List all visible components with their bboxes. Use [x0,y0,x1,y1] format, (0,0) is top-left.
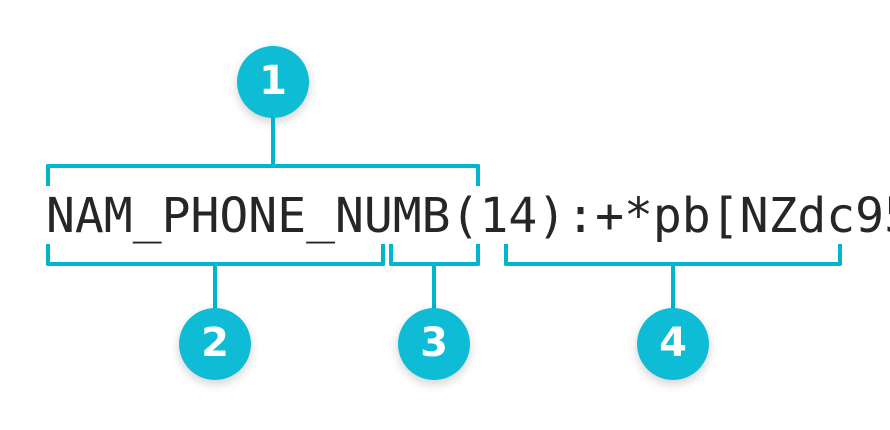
callout-number-2: 2 [201,320,229,366]
string-segment-name: NAM_PHONE_NUMB [46,188,451,244]
callout-number-4: 4 [659,320,687,366]
annotated-string: NAM_PHONE_NUMB(14):+*pb[NZdc95tLB [46,186,890,246]
callout-stem-4 [671,264,675,310]
callout-stem-3 [432,264,436,310]
bracket-span-3 [389,244,480,266]
bracket-span-1 [46,164,480,186]
string-segment-length: (14) [450,188,567,244]
bracket-span-2 [46,244,385,266]
callout-marker-2[interactable]: 2 [179,308,251,380]
callout-number-3: 3 [420,320,448,366]
string-segment-separator: : [566,188,596,244]
callout-marker-4[interactable]: 4 [637,308,709,380]
callout-number-1: 1 [259,58,287,104]
bracket-span-4 [504,244,842,266]
string-segment-value: +*pb[NZdc95tLB [595,188,890,244]
callout-marker-3[interactable]: 3 [398,308,470,380]
callout-stem-1 [271,116,275,168]
callout-marker-1[interactable]: 1 [237,46,309,118]
callout-stem-2 [213,264,217,310]
